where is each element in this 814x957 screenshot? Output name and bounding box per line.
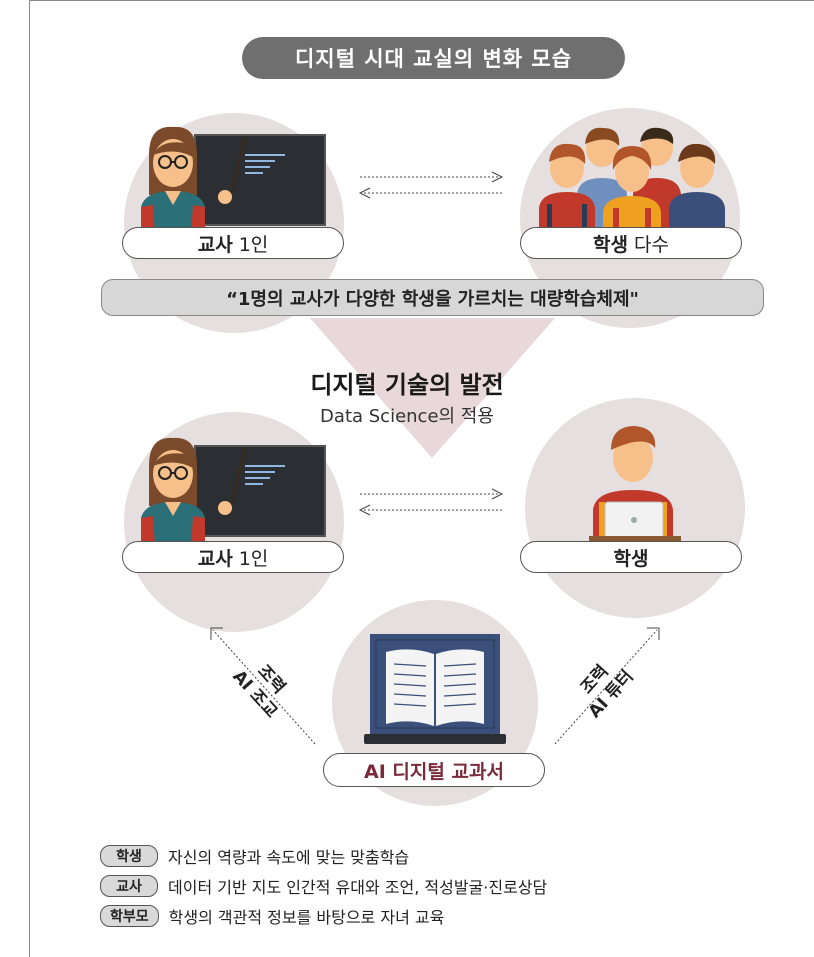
legend-tag-student: 학생 [100, 845, 158, 867]
legend-text-teacher: 데이터 기반 지도 인간적 유대와 조언, 적성발굴·진로상담 [168, 878, 548, 897]
legend-tag-teacher: 교사 [100, 875, 158, 897]
development-title: 디지털 기술의 발전 [310, 371, 504, 399]
legend-text-parent: 학생의 객관적 정보를 바탕으로 자녀 교육 [168, 908, 445, 927]
open-book-icon [364, 628, 506, 748]
development-subtitle: Data Science의 적용 [320, 406, 494, 427]
double-arrow-icon-bottom [356, 485, 506, 519]
legend-text-student: 자신의 역량과 속도에 맞는 맞춤학습 [168, 848, 410, 867]
funnel-shape [310, 318, 555, 458]
students-group-icon [537, 124, 727, 228]
legend-tag-parent: 학부모 [100, 905, 159, 927]
teacher-count-text: 1인 [238, 233, 269, 256]
legend-row-teacher: 교사 데이터 기반 지도 인간적 유대와 조언, 적성발굴·진로상담 [100, 873, 547, 899]
double-arrow-icon [356, 168, 506, 202]
outer-frame [29, 0, 814, 957]
legend-row-parent: 학부모 학생의 객관적 정보를 바탕으로 자녀 교육 [100, 903, 547, 929]
teacher-label-text: 교사 [197, 233, 233, 256]
legend: 학생 자신의 역량과 속도에 맞는 맞춤학습 교사 데이터 기반 지도 인간적 … [100, 843, 547, 933]
students-label-top: 학생 다수 [520, 227, 742, 259]
teacher-count-text-bottom: 1인 [238, 547, 269, 570]
student-label-bottom: 학생 [520, 541, 742, 573]
page-title: 디지털 시대 교실의 변화 모습 [242, 37, 625, 79]
textbook-label: AI 디지털 교과서 [323, 753, 545, 787]
teacher-icon [135, 125, 335, 235]
student-label-text-bottom: 학생 [613, 547, 649, 570]
teacher-label-text-bottom: 교사 [197, 547, 233, 570]
diagonal-arrow-right [545, 620, 665, 750]
students-count-text: 다수 [634, 233, 669, 256]
students-label-text: 학생 [593, 233, 628, 256]
diagonal-arrow-left [205, 620, 325, 750]
quote-banner: “1명의 교사가 다양한 학생을 가르치는 대량학습체제" [101, 279, 764, 316]
teacher-icon-bottom [135, 436, 335, 546]
student-laptop-icon [585, 420, 685, 542]
legend-row-student: 학생 자신의 역량과 속도에 맞는 맞춤학습 [100, 843, 547, 869]
